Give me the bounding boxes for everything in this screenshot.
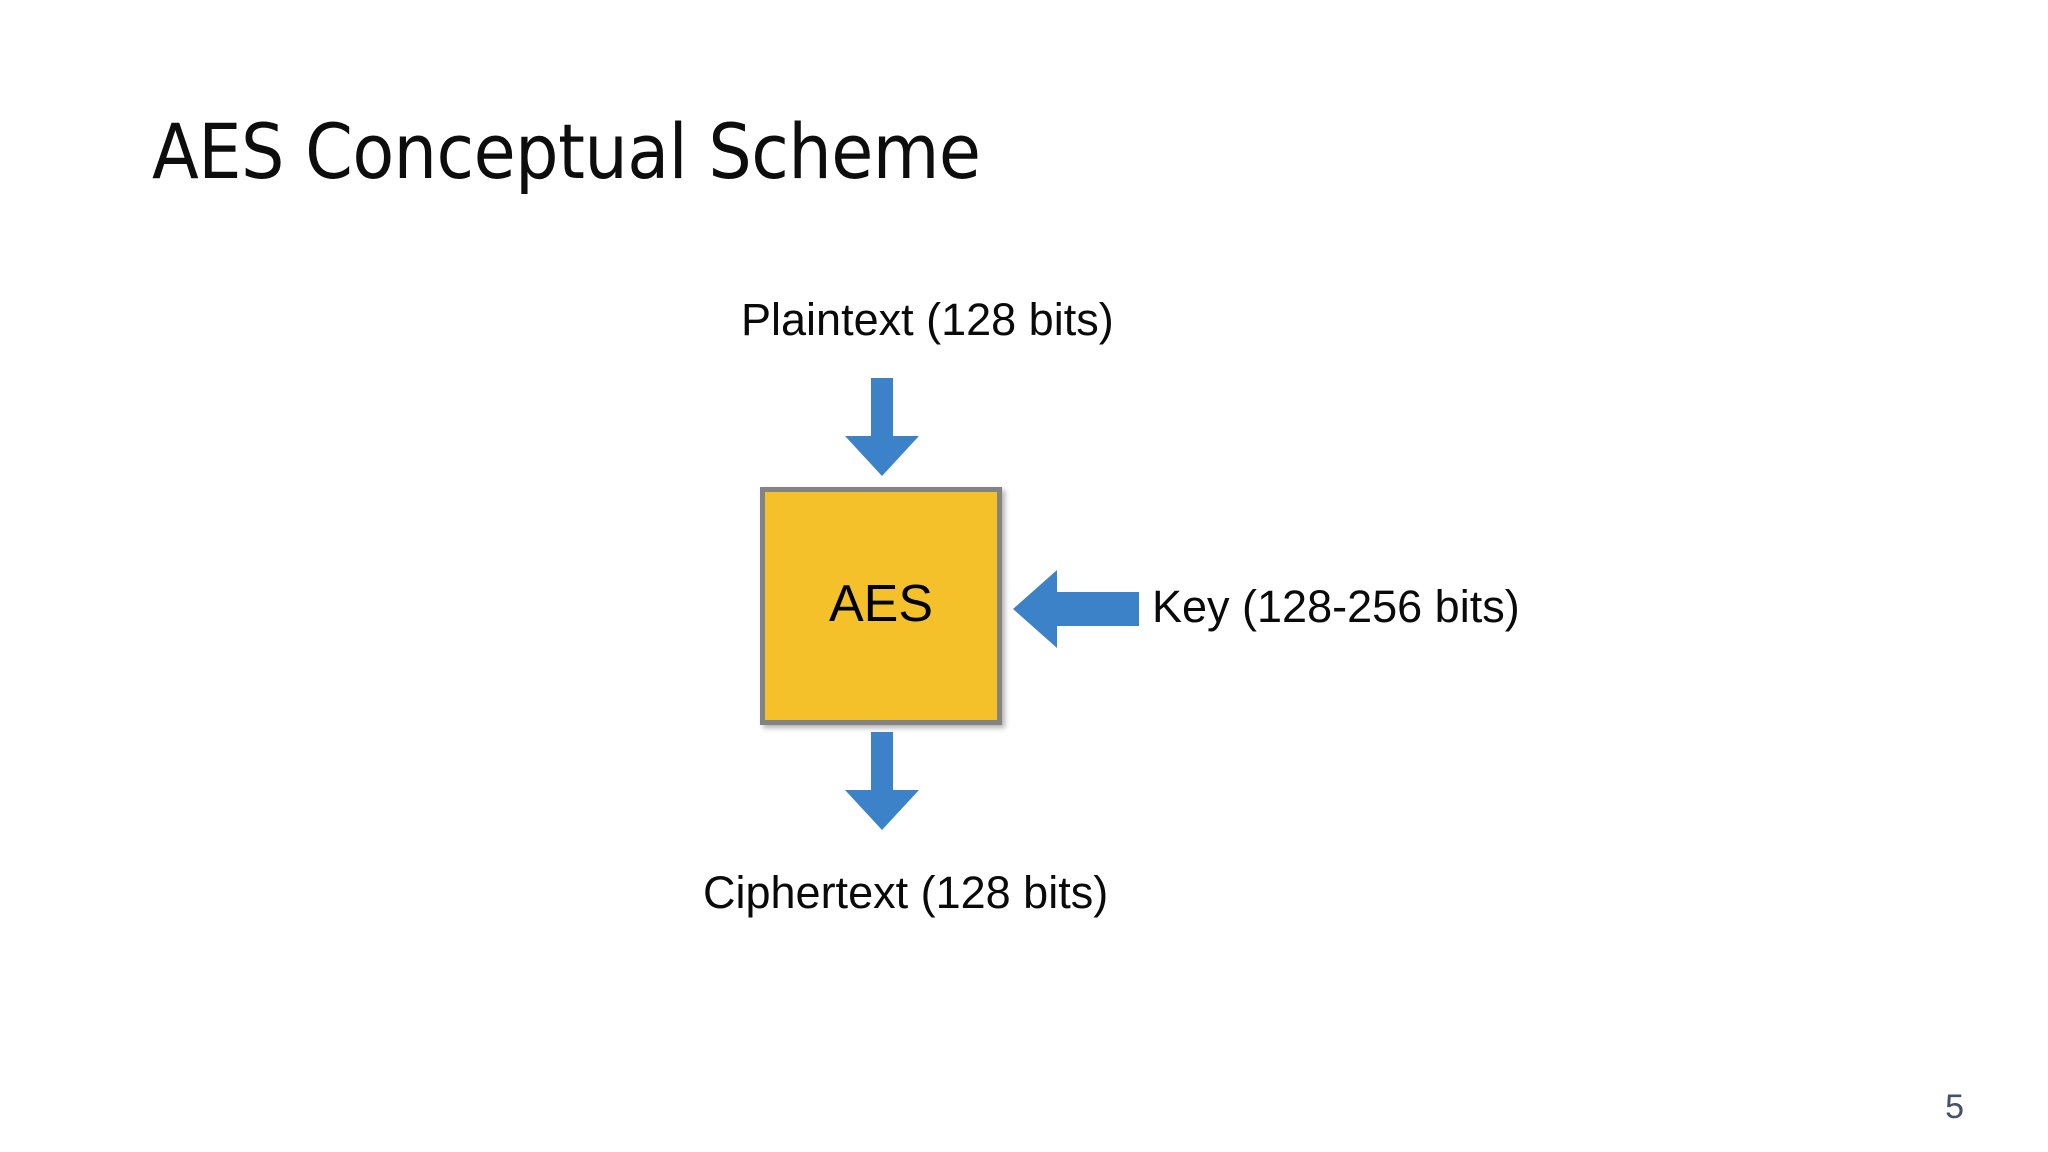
page-title: AES Conceptual Scheme bbox=[152, 107, 981, 196]
aes-block-label: AES bbox=[828, 575, 934, 633]
key-input-label: Key (128-256 bits) bbox=[1152, 581, 1520, 632]
arrow-down-plaintext-icon bbox=[845, 378, 919, 476]
ciphertext-output-label: Ciphertext (128 bits) bbox=[703, 867, 1109, 918]
plaintext-input-label: Plaintext (128 bits) bbox=[741, 294, 1114, 345]
arrow-down-ciphertext-icon bbox=[845, 732, 919, 830]
arrow-left-key-icon bbox=[1013, 570, 1139, 648]
aes-process-block: AES bbox=[760, 487, 1002, 725]
slide-page-number: 5 bbox=[1945, 1088, 1964, 1126]
